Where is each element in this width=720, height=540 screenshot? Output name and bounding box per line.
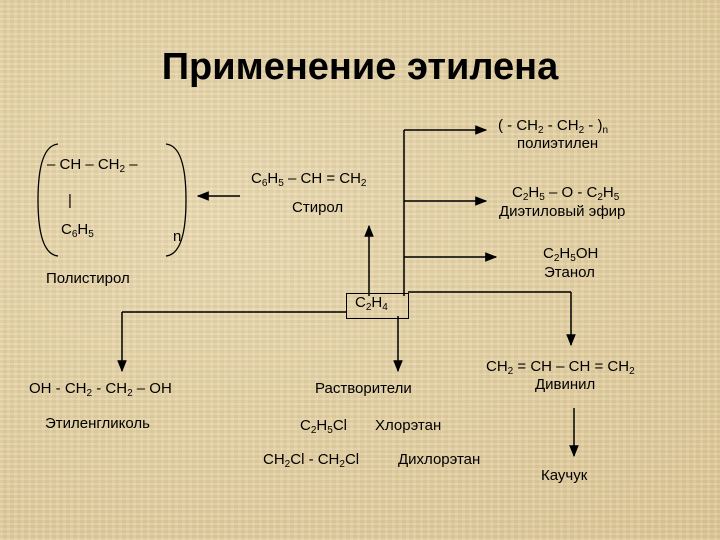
chloroethane-name: Хлорэтан: [375, 417, 442, 434]
dichloroethane-name: Дихлорэтан: [398, 451, 481, 468]
polyethylene-formula: ( - CH2 - CH2 - )n: [498, 117, 609, 136]
divinyl-name: Дивинил: [535, 376, 596, 393]
diethyl-ether-name: Диэтиловый эфир: [499, 203, 626, 220]
solvents-name: Растворители: [315, 380, 412, 397]
ethylene-box: [346, 293, 409, 319]
polystyrene-chain: – CH – CH2 –: [47, 156, 138, 175]
slide-title: Применение этилена: [161, 46, 559, 88]
divinyl-formula: CH2 = CH – CH = CH2: [486, 358, 635, 377]
ethylene-glycol-name: Этиленгликоль: [45, 415, 150, 432]
polystyrene-left-bracket: [37, 143, 59, 257]
styrene-formula: C6H5 – CH = CH2: [251, 170, 367, 189]
diethyl-ether-formula: C2H5 – O - C2H5: [512, 184, 620, 203]
chloroethane-formula: C2H5Cl: [300, 417, 347, 436]
polystyrene-substituent: C6H5: [61, 221, 94, 240]
dichloroethane-formula: CH2Cl - CH2Cl: [263, 451, 360, 470]
ethylene-formula: C2H4: [355, 294, 388, 313]
rubber-name: Каучук: [541, 467, 588, 484]
polystyrene-right-bracket: [165, 143, 187, 257]
polyethylene-name: полиэтилен: [517, 135, 599, 152]
ethanol-formula: C2H5OH: [543, 245, 599, 264]
ethylene-glycol-formula: OH - CH2 - CH2 – OH: [29, 380, 172, 399]
polystyrene-bond: |: [68, 192, 72, 209]
polystyrene-n: n: [173, 228, 182, 245]
styrene-name: Стирол: [292, 199, 344, 216]
ethanol-name: Этанол: [544, 264, 595, 281]
polystyrene-name: Полистирол: [46, 270, 130, 287]
